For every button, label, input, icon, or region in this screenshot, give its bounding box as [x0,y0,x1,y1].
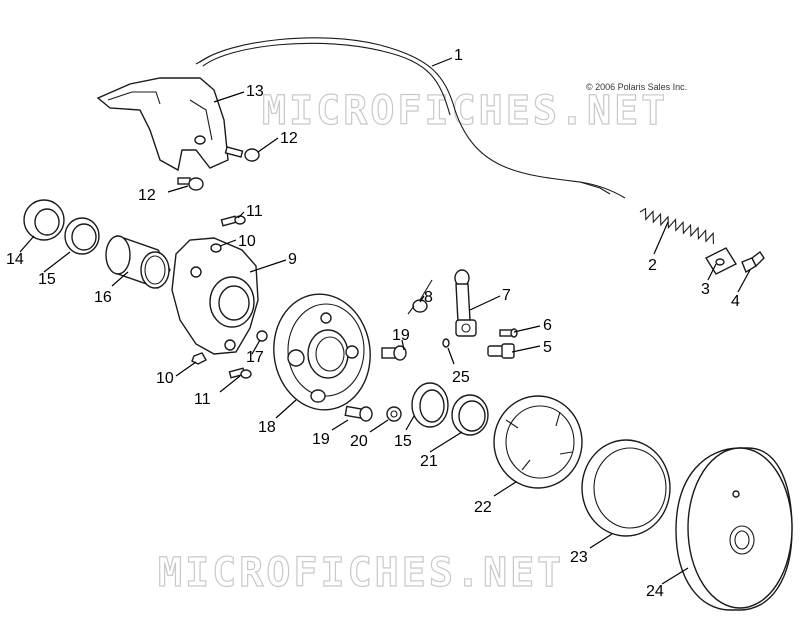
bolt-12-upper [224,146,260,162]
seal-14 [23,199,65,241]
callout-11-lower: 11 [194,391,211,408]
pin-6 [499,328,518,338]
nut-10-lower [191,352,207,365]
brake-arm [454,269,477,337]
callout-1: 1 [454,47,463,64]
callout-4: 4 [731,293,740,310]
callout-17: 17 [246,349,264,366]
callout-12-left: 12 [138,187,156,204]
callout-18: 18 [258,419,276,436]
copyright-notice: © 2006 Polaris Sales Inc. [586,82,687,92]
nut-10-upper [210,243,222,253]
callout-14: 14 [6,251,24,268]
callout-24: 24 [646,583,664,600]
callout-5: 5 [543,339,552,356]
callout-2: 2 [648,257,657,274]
pin-25 [442,338,450,348]
torsion-spring [407,279,433,315]
ring-15-right [411,382,449,428]
callout-22: 22 [474,499,492,516]
callout-25: 25 [452,369,470,386]
brake-drum [675,447,793,611]
bolt-19-lower [344,405,373,422]
nut-20 [386,406,402,422]
sleeve-16 [105,235,171,289]
callout-11-upper: 11 [246,203,263,220]
callout-9: 9 [288,251,297,268]
bolt-11-lower [228,367,252,379]
callout-labels: 1 2 3 4 5 6 7 8 9 10 10 11 11 12 12 13 1… [6,47,740,600]
callout-7: 7 [502,287,511,304]
callout-12-right: 12 [280,130,298,147]
return-spring [639,207,715,245]
callout-13: 13 [246,83,264,100]
callout-23: 23 [570,549,588,566]
callout-10-lower: 10 [156,370,174,387]
callout-3: 3 [701,281,710,298]
callout-20: 20 [350,433,368,450]
drum-ring [581,439,671,537]
flange-plate [171,237,259,355]
callout-19-lower: 19 [312,431,330,448]
callout-10-upper: 10 [238,233,256,250]
bolt-19-upper [381,345,407,361]
nut-17 [256,330,268,342]
cover-bracket [96,77,229,172]
adjuster-block [704,247,738,275]
callout-6: 6 [543,317,552,334]
callout-15-left: 15 [38,271,56,288]
callout-15-right: 15 [394,433,412,450]
watermark-top: MICROFICHES.NET [262,88,668,134]
ring-21 [451,394,489,436]
backing-plate [273,293,371,411]
watermark-bottom: MICROFICHES.NET [158,550,564,596]
callout-16: 16 [94,289,112,306]
adjuster-5 [487,343,515,359]
brake-shoes [493,395,583,489]
callout-21: 21 [420,453,438,470]
brake-cable [195,37,626,199]
callout-19-upper: 19 [392,327,410,344]
leader-lines [19,57,751,585]
bolt-11-upper [220,215,246,227]
wing-nut [741,250,765,274]
callout-8: 8 [424,289,433,306]
ring-15-left [64,217,100,255]
bolt-12-lower [177,177,204,191]
